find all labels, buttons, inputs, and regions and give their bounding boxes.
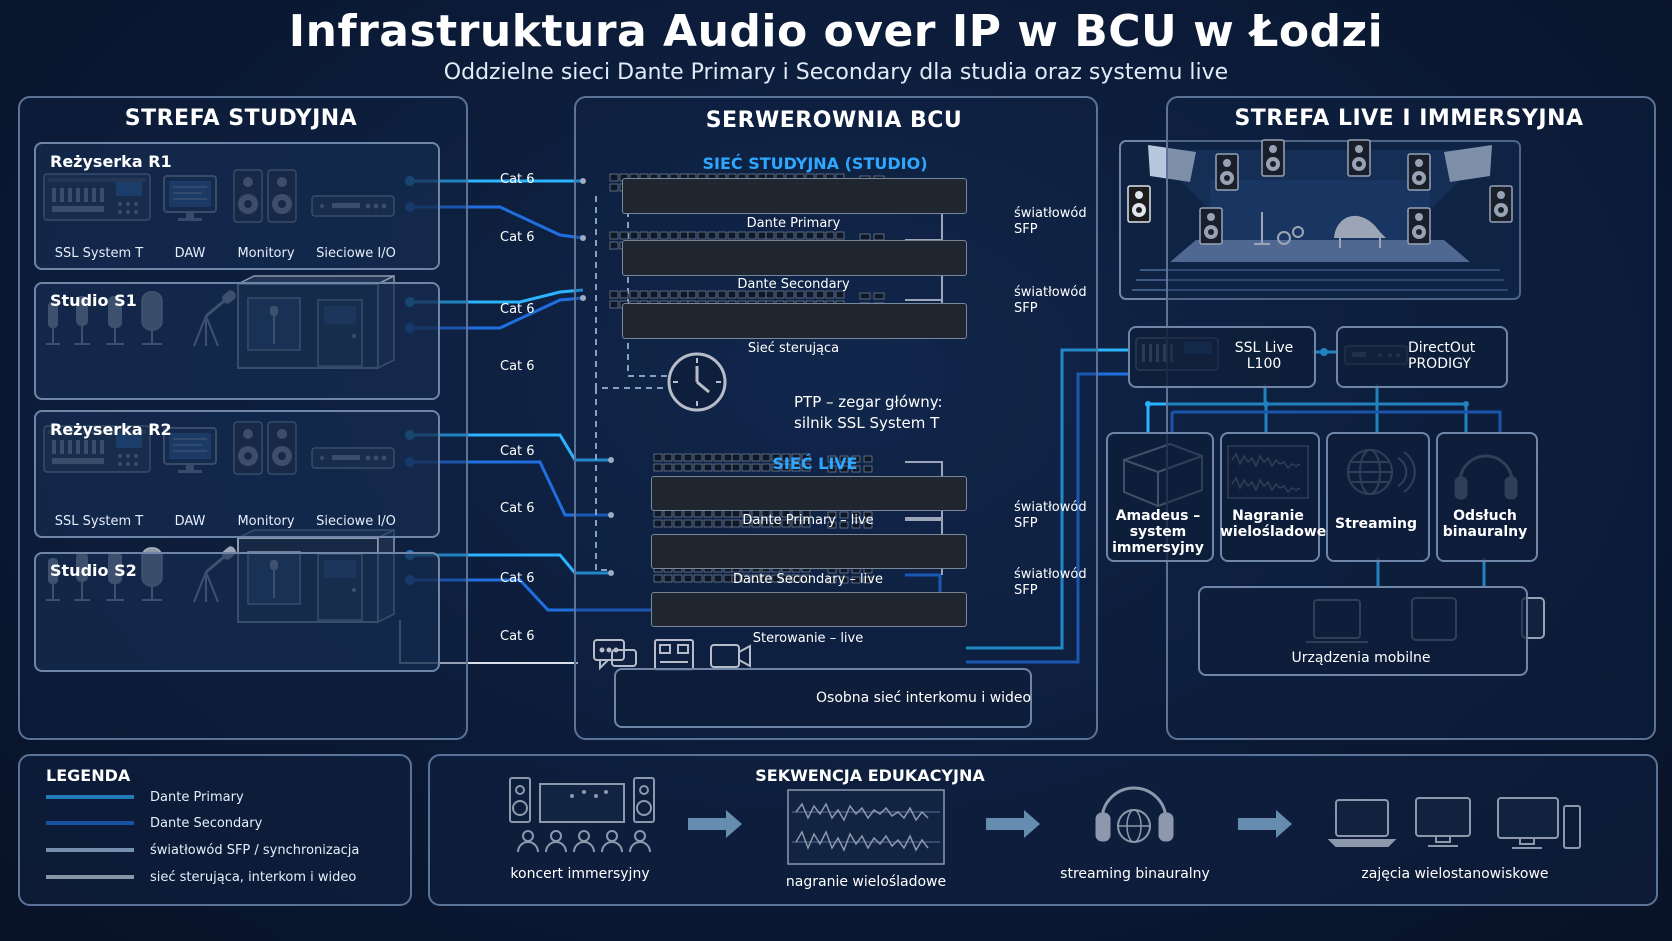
cable-label: Cat 6: [500, 501, 535, 516]
switch-label: Dante Primary – live: [742, 513, 874, 528]
cable-label: Cat 6: [500, 359, 535, 374]
binaural-headphones-icon: [1095, 786, 1174, 843]
output-binaural: [1436, 432, 1538, 562]
device-label: Sieciowe I/O: [316, 246, 396, 261]
output-streaming: [1326, 432, 1430, 562]
concert-hall-image: [1119, 139, 1521, 300]
workstations-icon: [1327, 797, 1581, 849]
ssl-live-box: [1128, 326, 1316, 388]
switch-label: Dante Secondary – live: [733, 572, 883, 587]
output-multitrack: [1220, 432, 1320, 562]
room-title-r1: Reżyserka R1: [50, 152, 172, 171]
studio-zone-title: STREFA STUDYJNA: [124, 106, 358, 131]
server-room-title: SERWEROWNIA BCU: [705, 108, 963, 133]
immersive-concert-icon: [509, 777, 655, 853]
cable-label: Cat 6: [500, 571, 535, 586]
camera-icon: [710, 644, 751, 668]
ptp-label: PTP – zegar główny:silnik SSL System T: [794, 393, 943, 432]
switch-control: [622, 303, 967, 339]
education-box: [428, 754, 1658, 906]
switch-dante-secondary: [622, 240, 967, 276]
room-card-s1: [34, 282, 440, 400]
mobile-devices-label: Urządzenia mobilne: [1291, 650, 1431, 666]
switch-dante-secondary-live: [651, 534, 967, 569]
legend-item: Dante Secondary: [150, 816, 263, 831]
education-step: zajęcia wielostanowiskowe: [1361, 866, 1549, 882]
clock-icon: [667, 352, 727, 412]
output-amadeus: [1106, 432, 1214, 562]
switch-label: Sterowanie – live: [752, 631, 864, 646]
device-label: Sieciowe I/O: [316, 514, 396, 529]
mobile-devices-box: [1198, 586, 1528, 676]
legend-item: Dante Primary: [150, 790, 244, 805]
switch-dante-primary-live: [651, 476, 967, 511]
device-label: SSL System T: [54, 514, 144, 529]
education-step: streaming binauralny: [1060, 866, 1210, 882]
legend-title: LEGENDA: [46, 766, 131, 785]
directout-box: [1336, 326, 1508, 388]
page-title: Infrastruktura Audio over IP w BCU w Łod…: [288, 6, 1384, 57]
education-title: SEKWENCJA EDUKACYJNA: [755, 766, 985, 785]
intercom-video-box: [614, 668, 1032, 728]
live-zone-title: STREFA LIVE I IMMERSYJNA: [1234, 106, 1584, 131]
room-title-s2: Studio S2: [50, 561, 137, 580]
chat-icon: [593, 639, 637, 671]
switch-control-live: [651, 592, 967, 627]
studio-network-title: SIEĆ STUDYJNA (STUDIO): [702, 154, 928, 173]
live-network-title: SIEĆ LIVE: [772, 454, 858, 473]
cable-label: Cat 6: [500, 172, 535, 187]
output-label: Streaming: [1335, 516, 1417, 532]
cable-label: Cat 6: [500, 230, 535, 245]
device-label: DAW: [174, 246, 206, 261]
switch-label: Dante Primary: [746, 216, 841, 231]
switch-label: Sieć sterująca: [747, 341, 840, 356]
intercom-label: Osobna sieć interkomu i wideo: [816, 690, 1032, 706]
room-title-r2: Reżyserka R2: [50, 420, 172, 439]
legend-box: [18, 754, 412, 906]
cable-label: Cat 6: [500, 629, 535, 644]
cable-label: Cat 6: [500, 302, 535, 317]
device-label: Monitory: [237, 514, 295, 529]
switch-dante-primary: [622, 178, 967, 214]
room-title-s1: Studio S1: [50, 291, 137, 310]
device-label: DAW: [174, 514, 206, 529]
page-subtitle: Oddzielne sieci Dante Primary i Secondar…: [443, 60, 1229, 85]
cable-label: Cat 6: [500, 444, 535, 459]
device-label: SSL System T: [54, 246, 144, 261]
education-step: nagranie wielośladowe: [785, 874, 947, 890]
device-label: Monitory: [237, 246, 295, 261]
room-card-r1: [34, 142, 440, 270]
room-card-s2: [34, 552, 440, 672]
legend-item: światłowód SFP / synchronizacja: [150, 843, 360, 858]
switch-label: Dante Secondary: [737, 277, 850, 292]
room-card-r2: [34, 410, 440, 538]
arrow-icon: [688, 810, 1292, 838]
waveform-icon: [787, 789, 945, 865]
education-step: koncert immersyjny: [510, 866, 650, 882]
legend-item: sieć sterująca, interkom i wideo: [150, 870, 357, 885]
